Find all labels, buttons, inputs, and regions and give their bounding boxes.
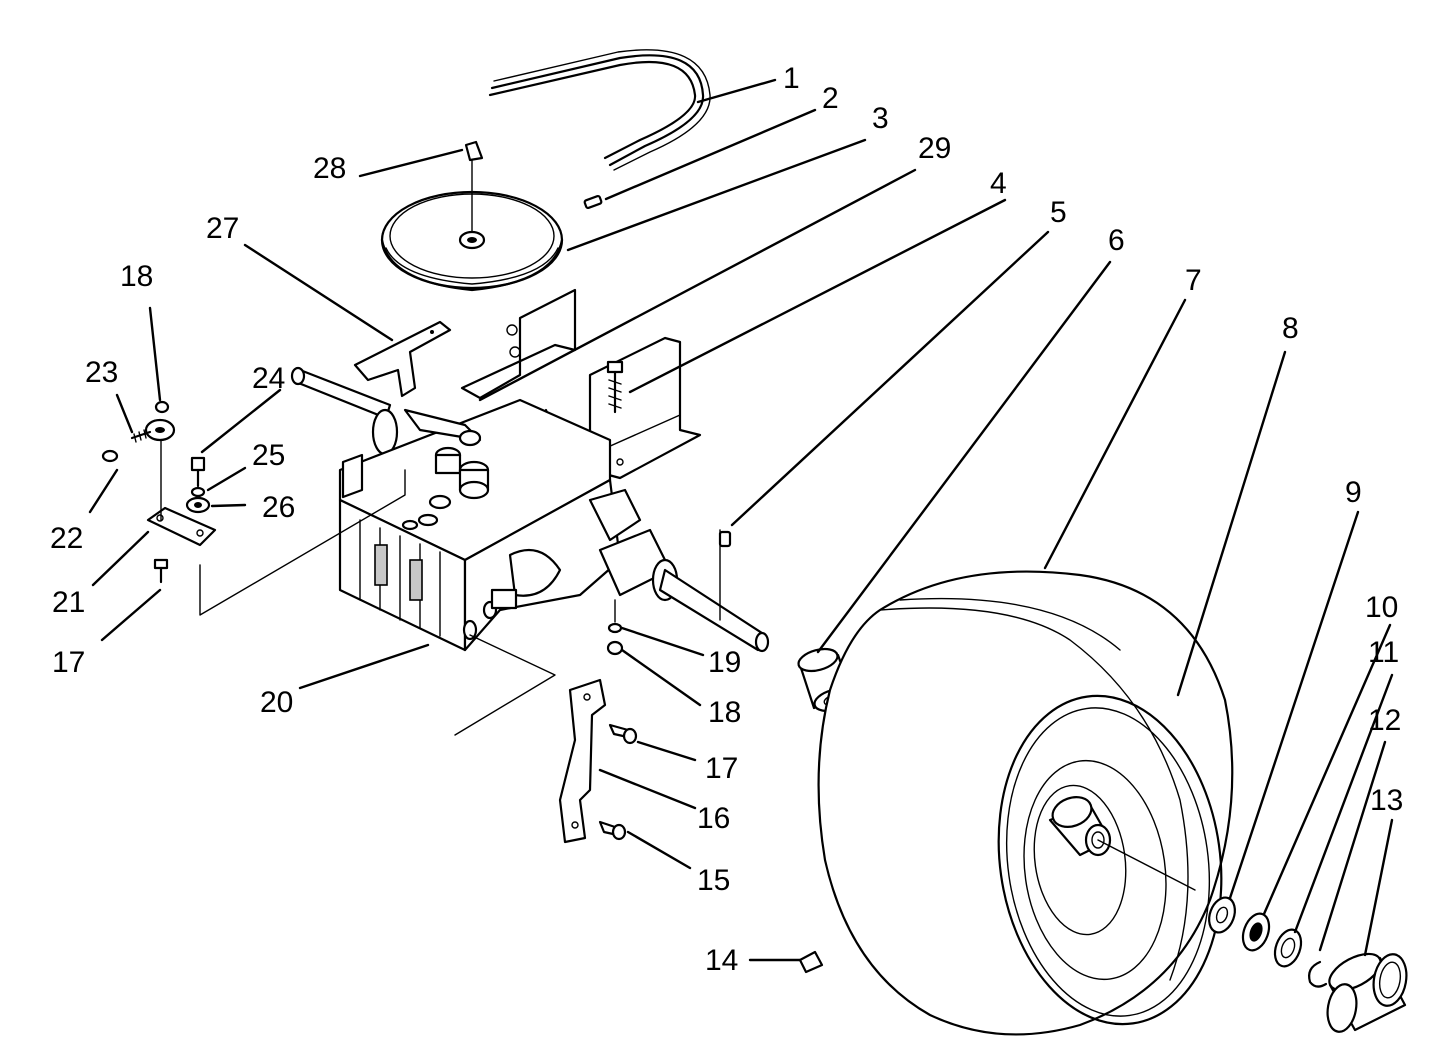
- part-screw-15: [598, 820, 627, 841]
- callout-14: 14: [705, 944, 738, 977]
- leader-lines: [88, 78, 1394, 962]
- part-washer-10: [1241, 912, 1271, 952]
- callout-26: 26: [262, 491, 295, 524]
- callout-6: 6: [1108, 224, 1125, 257]
- callout-19: 19: [708, 646, 741, 679]
- part-transaxle: [290, 366, 770, 653]
- part-washer-nut-bottom: [606, 599, 624, 656]
- part-valve-stem: [798, 950, 824, 974]
- callout-21: 21: [52, 586, 85, 619]
- callout-4: 4: [990, 167, 1007, 200]
- callout-1: 1: [783, 62, 800, 95]
- callout-29: 29: [918, 132, 951, 165]
- callout-22: 22: [50, 522, 83, 555]
- callout-13: 13: [1370, 784, 1403, 817]
- callout-9: 9: [1345, 476, 1362, 509]
- part-plate: [353, 320, 452, 398]
- callout-18-top: 18: [120, 260, 153, 293]
- callout-17-bracket: 17: [705, 752, 738, 785]
- callout-17-left: 17: [52, 646, 85, 679]
- part-screw-17-bracket: [608, 723, 638, 745]
- callout-27: 27: [206, 212, 239, 245]
- callout-23: 23: [85, 356, 118, 389]
- part-rim: [997, 694, 1223, 1026]
- part-key: [464, 140, 484, 162]
- part-bolt-washers: [185, 456, 211, 514]
- part-washer-9: [1208, 896, 1236, 934]
- part-tire: [817, 570, 1234, 1036]
- callout-7: 7: [1185, 264, 1202, 297]
- callout-16: 16: [697, 802, 730, 835]
- callout-3: 3: [872, 102, 889, 135]
- callout-12: 12: [1368, 704, 1401, 737]
- part-pulley: [380, 159, 564, 292]
- part-woodruff-key: [718, 530, 732, 548]
- callout-10: 10: [1365, 591, 1398, 624]
- part-set-screw: [583, 194, 603, 210]
- part-screw-left: [153, 558, 169, 584]
- part-washer-11: [1273, 928, 1303, 968]
- callout-20: 20: [260, 686, 293, 719]
- callout-15: 15: [697, 864, 730, 897]
- callout-11: 11: [1368, 636, 1399, 669]
- part-rod-end: [101, 400, 176, 463]
- callout-25: 25: [252, 439, 285, 472]
- callout-5: 5: [1050, 196, 1067, 229]
- callout-8: 8: [1282, 312, 1299, 345]
- part-support-bracket: [558, 678, 607, 844]
- callout-18-bottom: 18: [708, 696, 741, 729]
- callout-24: 24: [252, 362, 285, 395]
- part-angle-bracket: [588, 336, 702, 480]
- callout-labels: 1 2 3 29 4 5 6 7 8 9 10 11 12 13 14 15 1…: [50, 62, 1403, 977]
- part-link-plate: [146, 506, 217, 547]
- callout-2: 2: [822, 82, 839, 115]
- part-retaining-ring: [1308, 960, 1328, 988]
- part-v-belt: [488, 49, 711, 171]
- callout-28: 28: [313, 152, 346, 185]
- part-hub-cap: [1326, 952, 1408, 1033]
